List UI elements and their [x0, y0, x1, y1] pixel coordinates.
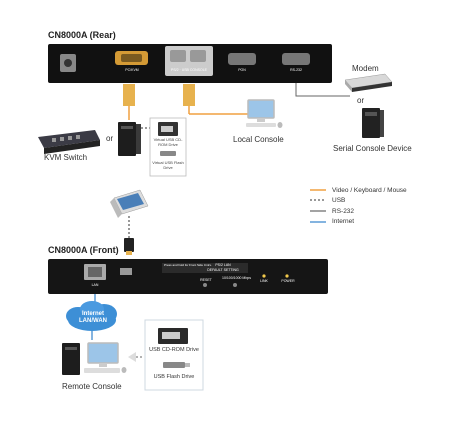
usb-flash-drive	[163, 362, 185, 368]
internet-label: Internet LAN/WAN	[79, 311, 107, 324]
reset-label: RESET	[200, 278, 212, 282]
port-label-pc-kvm: PC/KVM	[125, 68, 139, 72]
port-label-pon: PON	[238, 68, 246, 72]
rs232-port	[282, 53, 310, 65]
usb-port	[120, 268, 132, 275]
legend-item-usb: USB	[332, 196, 346, 204]
power-label: POWER	[281, 279, 295, 283]
modem-label: Modem	[352, 64, 379, 73]
legend-item-vkm: Video / Keyboard / Mouse	[332, 186, 407, 194]
local-monitor	[247, 99, 275, 119]
or-label-serial: or	[357, 96, 365, 105]
virtual-flash-label: Virtual USB Flash Drive	[152, 160, 184, 170]
remote-console-label: Remote Console	[62, 382, 122, 391]
usb-cd-label: USB CD-ROM Drive	[149, 347, 199, 353]
remote-tower	[62, 343, 80, 375]
legend-item-rs232: RS-232	[332, 207, 355, 215]
settings-panel	[162, 263, 248, 273]
legend-item-internet: Internet	[332, 217, 355, 225]
front-panel	[48, 259, 328, 294]
virtual-drives-box	[149, 117, 187, 177]
legend: Video / Keyboard / Mouse USB RS-232 Inte…	[332, 185, 407, 226]
front-title: CN8000A (Front)	[48, 245, 119, 255]
port-label-rs232: RS-232	[290, 68, 302, 72]
link-led	[262, 274, 266, 278]
server-tower	[118, 122, 136, 156]
internet-cloud	[66, 301, 117, 331]
rear-title: CN8000A (Rear)	[48, 30, 116, 40]
front-panel-default: DEFAULT SETTING	[207, 268, 239, 272]
front-panel-ps2lan: PS/2 LAN	[215, 263, 231, 267]
or-label-kvm: or	[106, 134, 114, 143]
link-label: LINK	[260, 279, 268, 283]
remote-monitor	[87, 342, 119, 364]
pon-port	[228, 53, 256, 65]
kvm-switch-label: KVM Switch	[44, 153, 88, 162]
front-panel-hint: Press and hold for Front Side Cntrs.	[164, 263, 212, 267]
lan-port-label: LAN	[91, 283, 99, 287]
power-led	[285, 274, 289, 278]
local-console-label: Local Console	[233, 135, 284, 144]
speed-label: 10/100/1000 Mbps	[222, 276, 251, 280]
virtual-cd-label: Virtual USB CD-ROM Drive	[153, 137, 183, 147]
usb-flash-label: USB Flash Drive	[153, 374, 195, 380]
port-label-console: PS/2 · USB CONSOLE	[171, 68, 207, 72]
serial-console-label: Serial Console Device	[333, 144, 412, 153]
